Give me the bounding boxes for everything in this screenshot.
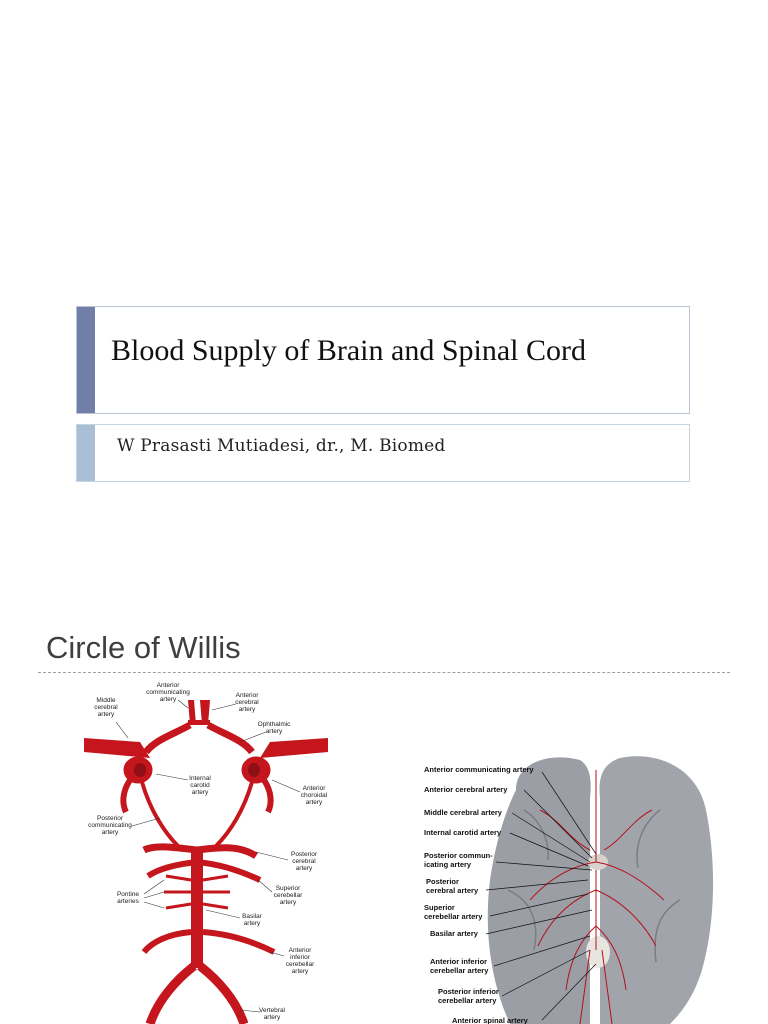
label-aca-2: cerebral: [235, 699, 259, 706]
label-aica-1: Anterior inferior: [430, 957, 487, 966]
svg-text:Posterior commun-icating arter: Posterior commun-icating artery: [424, 851, 493, 869]
label-vert-1: Vertebral: [259, 1007, 286, 1014]
label-achor-2: choroidal: [301, 792, 328, 799]
label-pca-1: Posterior: [291, 851, 318, 858]
label-acom-2: communicating: [146, 689, 190, 696]
label-mca: Middle cerebral artery: [424, 808, 503, 817]
label-acom-3: artery: [160, 696, 177, 703]
label-acom-1: Anterior: [157, 682, 181, 689]
title-divider: [38, 672, 730, 673]
label-basilar-1: Basilar: [242, 913, 263, 920]
label-aica-2: cerebellar artery: [430, 966, 489, 975]
slide-title: Blood Supply of Brain and Spinal Cord: [111, 334, 586, 367]
label-sca-2: cerebellar: [274, 892, 303, 899]
label-pontine-1: Pontine: [117, 891, 139, 898]
title-box: Blood Supply of Brain and Spinal Cord: [76, 306, 690, 414]
label-basilar: Basilar artery: [430, 929, 479, 938]
title-slide: Blood Supply of Brain and Spinal Cord W …: [76, 306, 690, 482]
slide-title: Circle of Willis: [46, 630, 241, 665]
label-aca: Anterior cerebral artery: [424, 785, 508, 794]
label-asa: Anterior spinal artery: [452, 1016, 529, 1024]
label-acom: Anterior communicating artery: [424, 765, 534, 774]
label-aica-4: artery: [292, 968, 309, 975]
label-ica-1: Internal: [189, 775, 211, 782]
brain-base-illustration: Anterior communicating artery Anterior c…: [424, 756, 714, 1024]
label-basilar-2: artery: [244, 920, 261, 927]
label-ophth-2: artery: [266, 728, 283, 735]
label-mca-1: Middle: [96, 697, 116, 704]
label-pca-2: cerebral artery: [426, 886, 479, 895]
slide-subtitle: W Prasasti Mutiadesi, dr., M. Biomed: [117, 436, 446, 456]
label-ophth-1: Ophthalmic: [258, 721, 292, 728]
label-pcom-1: Posterior: [97, 815, 124, 822]
label-mca-2: cerebral: [94, 704, 118, 711]
label-aica-1: Anterior: [289, 947, 313, 954]
label-pca-3: artery: [296, 865, 313, 872]
title-accent-bar: [77, 307, 95, 413]
label-sca-3: artery: [280, 899, 297, 906]
circle-of-willis-slide: Circle of Willis: [0, 600, 768, 1024]
label-pica-1: Posterior inferior: [438, 987, 499, 996]
label-pica-2: cerebellar artery: [438, 996, 497, 1005]
label-aca-3: artery: [239, 706, 256, 713]
label-pcom-3: artery: [102, 829, 119, 836]
label-aica-2: inferior: [290, 954, 311, 961]
label-pca-2: cerebral: [292, 858, 316, 865]
label-aca-1: Anterior: [236, 692, 260, 699]
label-sca-1: Superior: [424, 903, 455, 912]
label-sca-1: Superior: [276, 885, 301, 892]
label-pcom-2: communicating: [88, 822, 132, 829]
subtitle-accent-bar: [77, 425, 95, 481]
label-vert-2: artery: [264, 1014, 281, 1021]
label-mca-3: artery: [98, 711, 115, 718]
label-pcom-1: Posterior commun-: [424, 851, 493, 860]
illustration-leader-lines: [485, 771, 597, 1021]
brain-artery-network: [529, 770, 665, 1024]
label-aica-3: cerebellar: [286, 961, 315, 968]
label-achor-3: artery: [306, 799, 323, 806]
subtitle-box: W Prasasti Mutiadesi, dr., M. Biomed: [76, 424, 690, 482]
label-achor-1: Anterior: [303, 785, 327, 792]
schematic-leader-lines: [115, 699, 301, 1013]
label-pontine-2: arteries: [117, 898, 139, 905]
label-ica: Internal carotid artery: [424, 828, 502, 837]
illustration-labels: Anterior communicating artery Anterior c…: [424, 765, 534, 1024]
label-pca-1: Posterior: [426, 877, 459, 886]
artery-vessels: [84, 700, 328, 1024]
label-ica-3: artery: [192, 789, 209, 796]
label-sca-2: cerebellar artery: [424, 912, 483, 921]
label-pcom-2: icating artery: [424, 860, 472, 869]
brain-hemispheres: [487, 756, 714, 1024]
label-ica-2: carotid: [190, 782, 210, 789]
